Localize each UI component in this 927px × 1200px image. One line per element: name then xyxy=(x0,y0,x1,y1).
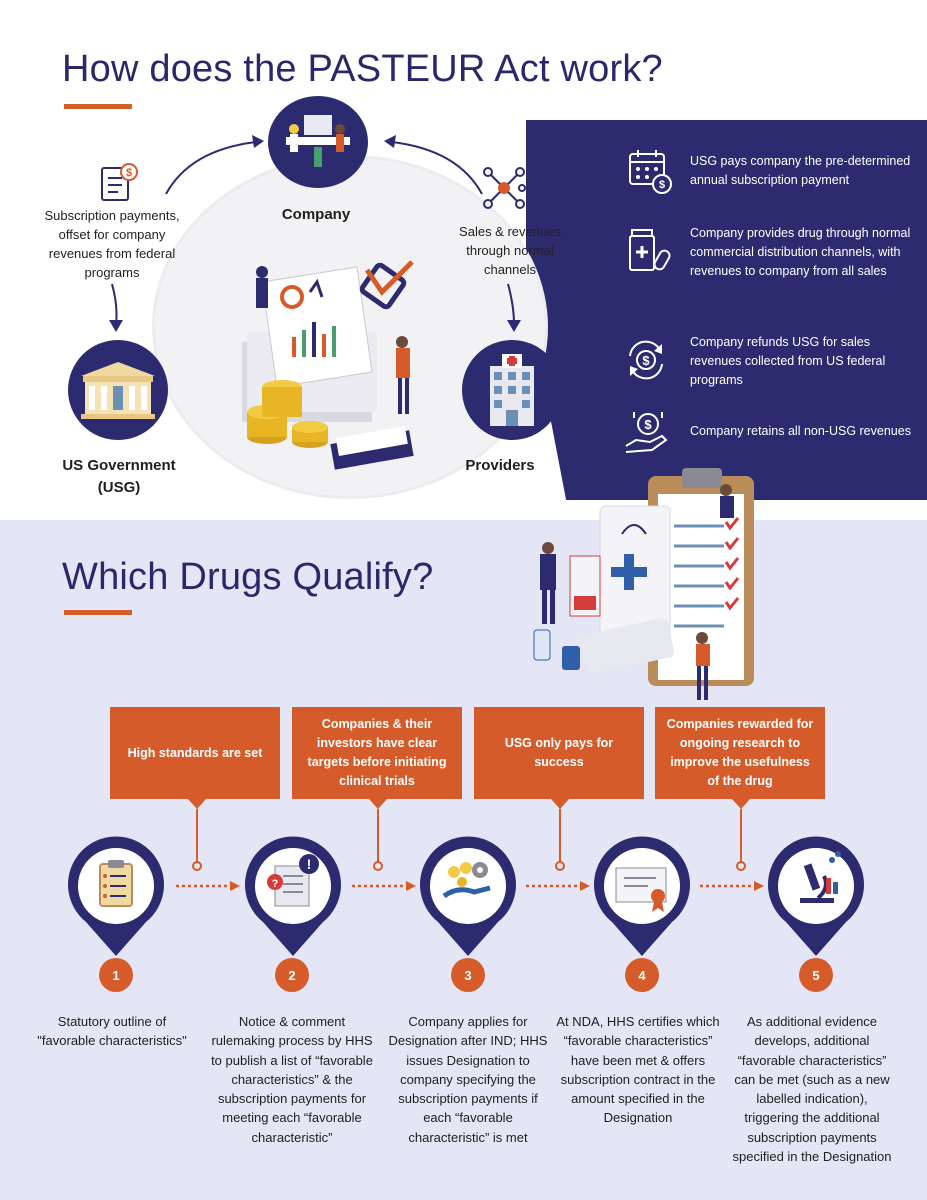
government-building-icon xyxy=(81,362,155,419)
dotted-arrow-1 xyxy=(176,881,240,891)
step-3-pin xyxy=(420,836,516,956)
connector-line-3 xyxy=(559,809,561,863)
connector-dot-2 xyxy=(373,861,383,871)
usg-node xyxy=(68,340,168,440)
providers-node xyxy=(462,340,562,440)
connector-line-1 xyxy=(196,809,198,863)
step-number-4: 4 xyxy=(625,958,659,992)
certificate-icon xyxy=(615,867,667,912)
usg-label: US Government (USG) xyxy=(62,457,176,496)
step-description-3: Company applies for Designation after IN… xyxy=(388,1014,548,1145)
dotted-arrow-3 xyxy=(526,881,590,891)
step-4-pin xyxy=(594,836,690,956)
step-description-2: Notice & comment rulemaking process by H… xyxy=(211,1014,373,1145)
callout-notch-1 xyxy=(188,799,206,809)
callout-notch-3 xyxy=(551,799,569,809)
step-2-pin: ! ? xyxy=(245,836,341,956)
subscription-flow-text: Subscription payments, offset for compan… xyxy=(44,208,180,280)
hand-coins-gear-icon xyxy=(442,862,491,899)
refund-cycle-icon: $ xyxy=(629,340,663,380)
medical-checklist-illustration xyxy=(533,468,754,700)
section-title-qualify: Which Drugs Qualify? xyxy=(62,556,434,598)
svg-text:$: $ xyxy=(642,353,650,368)
arrow-providers-to-company xyxy=(384,135,483,195)
svg-text:!: ! xyxy=(307,856,312,872)
svg-text:?: ? xyxy=(272,878,279,890)
section-title-underline xyxy=(64,610,132,615)
step-description-1: Statutory outline of "favorable characte… xyxy=(37,1014,187,1049)
callout-notch-2 xyxy=(369,799,387,809)
callout-notch-4 xyxy=(732,799,750,809)
step-number-5: 5 xyxy=(799,958,833,992)
step-description-4: At NDA, HHS certifies which “favorable c… xyxy=(556,1014,720,1126)
svg-text:$: $ xyxy=(659,179,665,191)
svg-text:$: $ xyxy=(126,167,132,179)
step-description-5: As additional evidence develops, additio… xyxy=(732,1014,892,1165)
step-number-1: 1 xyxy=(99,958,133,992)
medicine-bottle-icon xyxy=(629,229,671,271)
connector-line-2 xyxy=(377,809,379,863)
sales-flow-text: Sales & revenues through normal channels xyxy=(459,224,561,277)
clipboard-icon xyxy=(99,860,133,907)
providers-label: Providers xyxy=(465,457,535,474)
arrow-to-providers xyxy=(507,283,521,332)
info-text-3: Company refunds USG for sales revenues c… xyxy=(690,335,886,387)
calendar-payment-icon: $ xyxy=(629,150,672,194)
hand-money-icon: $ xyxy=(625,412,668,453)
info-text-2: Company provides drug through normal com… xyxy=(690,226,911,278)
notice-document-icon: ! ? xyxy=(267,854,319,907)
callout-rewarded-research: Companies rewarded for ongoing research … xyxy=(655,707,825,799)
svg-text:$: $ xyxy=(644,417,652,432)
company-node xyxy=(268,96,368,188)
page-title: How does the PASTEUR Act work? xyxy=(62,48,663,90)
checklist-payment-icon: $ xyxy=(101,163,138,201)
info-text-4: Company retains all non-USG revenues xyxy=(690,424,911,438)
microscope-icon xyxy=(800,851,841,903)
connector-dot-4 xyxy=(736,861,746,871)
connector-dot-1 xyxy=(192,861,202,871)
step-5-pin xyxy=(768,836,864,956)
step-1-pin xyxy=(68,836,164,956)
arrow-usg-to-company xyxy=(165,135,264,195)
callout-pays-for-success: USG only pays for success xyxy=(474,707,644,799)
callout-high-standards: High standards are set xyxy=(110,707,280,799)
office-team-icon xyxy=(286,115,350,167)
title-underline xyxy=(64,104,132,109)
arrow-to-usg xyxy=(109,283,123,332)
dotted-arrow-4 xyxy=(700,881,764,891)
info-text-1: USG pays company the pre-determined annu… xyxy=(690,154,911,187)
network-nodes-icon xyxy=(483,167,526,209)
company-label: Company xyxy=(281,206,351,223)
step-number-3: 3 xyxy=(451,958,485,992)
connector-dot-3 xyxy=(555,861,565,871)
step-number-2: 2 xyxy=(275,958,309,992)
callout-clear-targets: Companies & their investors have clear t… xyxy=(292,707,462,799)
hospital-building-icon xyxy=(490,354,534,426)
dotted-arrow-2 xyxy=(352,881,416,891)
central-illustration xyxy=(242,260,414,470)
info-panel xyxy=(526,120,927,500)
connector-line-4 xyxy=(740,809,742,863)
